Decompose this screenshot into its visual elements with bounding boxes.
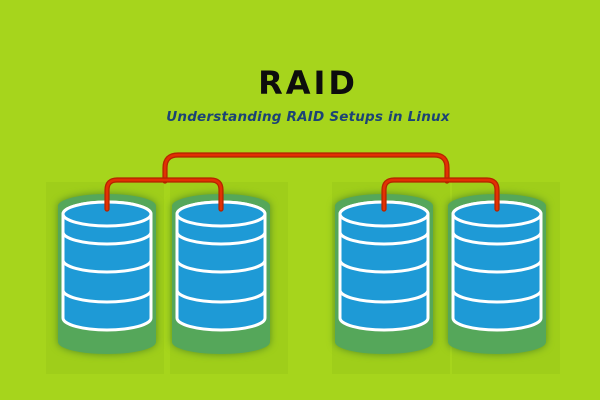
disk-icon-3 xyxy=(335,194,433,354)
header: RAID Understanding RAID Setups in Linux xyxy=(8,0,600,125)
disk-icon-2 xyxy=(172,194,270,354)
disk-icon-1 xyxy=(58,194,156,354)
page-subtitle: Understanding RAID Setups in Linux xyxy=(166,109,450,125)
page-title: RAID xyxy=(258,64,358,102)
disk-icon-4 xyxy=(448,194,546,354)
connector-root xyxy=(162,152,450,184)
